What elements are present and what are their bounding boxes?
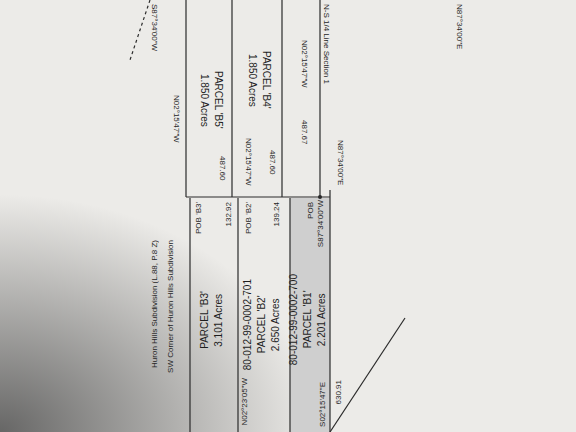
survey-label: N02°15'47"W xyxy=(244,138,253,186)
parcel-text: PARCEL 'B2' xyxy=(255,277,269,372)
parcel: 80-012-99-0002-701PARCEL 'B2'2.650 Acres xyxy=(241,277,287,372)
parcel-name: PARCEL 'B3' xyxy=(198,289,212,351)
pob-dot xyxy=(318,195,322,199)
survey-label: 487.60 xyxy=(218,156,227,180)
survey-label: POB 'B3' xyxy=(194,202,203,234)
parcel-text: 2.650 Acres xyxy=(269,277,283,372)
parcel-name: PARCEL 'B5' xyxy=(211,69,225,131)
survey-label: 630.91 xyxy=(334,380,343,404)
survey-label: 139.24 xyxy=(272,202,281,226)
parcel-text: 1.850 Acres xyxy=(197,69,211,131)
parcel-name: 80-012-99-0002-700 xyxy=(287,272,301,367)
parcel: PARCEL 'B4'1.850 Acres xyxy=(241,49,273,111)
survey-label: N02°15'47"W xyxy=(172,95,181,143)
parcel-lines xyxy=(130,0,405,432)
parcel: PARCEL 'B3'3.101 Acres xyxy=(198,289,230,351)
survey-label: SW Corner of Huron Hills Subdivision xyxy=(166,240,175,373)
parcel-text: 3.101 Acres xyxy=(212,289,226,351)
survey-label: N87°34'00"E xyxy=(336,140,345,185)
survey-label: S02°15'47"E xyxy=(318,382,327,427)
survey-label: 132.92 xyxy=(224,202,233,226)
survey-label: N02°15'47"W xyxy=(300,40,309,88)
parcel-text: 1.850 Acres xyxy=(245,49,259,111)
survey-label: S87°34'00"W xyxy=(316,200,325,247)
survey-label: S87°34'00"W xyxy=(150,4,159,51)
parcel: PARCEL 'B5'1.850 Acres xyxy=(193,69,225,131)
survey-label: 487.60 xyxy=(268,150,277,174)
parcel-text: PARCEL 'B1' xyxy=(301,272,315,367)
parcel-text: 2.201 Acres xyxy=(315,272,329,367)
survey-label: N02°23'05"W xyxy=(240,378,249,426)
parcel-name: 80-012-99-0002-701 xyxy=(241,277,255,372)
survey-label: N87°34'00"E xyxy=(455,4,464,49)
survey-label: POB 'B2' xyxy=(244,202,253,234)
survey-label: POB xyxy=(306,202,315,219)
survey-label: N-S 1/4 Line Section 1 xyxy=(322,4,331,84)
survey-label: 487.67 xyxy=(300,120,309,144)
parcel-name: PARCEL 'B4' xyxy=(259,49,273,111)
parcel: 80-012-99-0002-700PARCEL 'B1'2.201 Acres xyxy=(287,272,333,367)
survey-label: Huron Hills Subdivision (L.88, P.8 Z) xyxy=(150,240,159,368)
